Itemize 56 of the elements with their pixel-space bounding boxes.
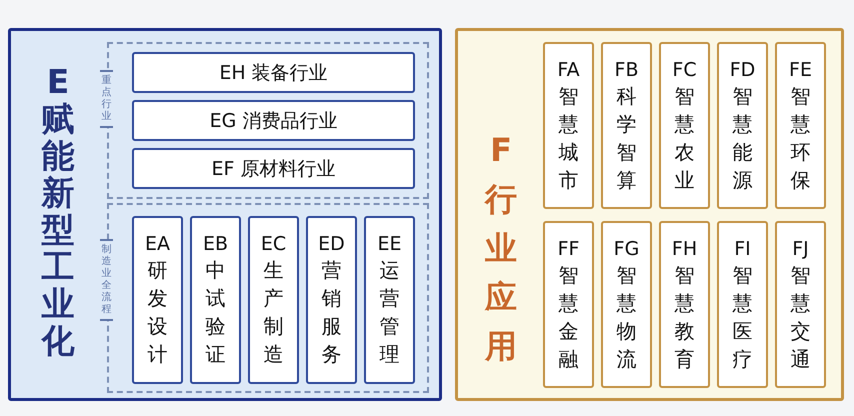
box-code: FJ <box>791 237 810 261</box>
category-box <box>248 216 299 384</box>
panel <box>8 28 442 401</box>
box-code: EA <box>144 232 171 256</box>
category-box <box>306 216 357 384</box>
category-box <box>543 221 594 388</box>
group-label: 制造业全流程 <box>100 239 113 321</box>
box-label: 智慧环保 <box>790 83 812 194</box>
box-code: FA <box>556 58 581 82</box>
category-box <box>659 42 710 209</box>
group-label: 重点行业 <box>100 70 113 128</box>
box-code: FC <box>671 58 698 82</box>
box-code: FB <box>614 58 640 82</box>
box-label: 智慧金融 <box>558 262 580 373</box>
category-box: EF 原材料行业 <box>132 148 415 189</box>
box-code: EB <box>202 232 230 256</box>
box-label: 研发设计 <box>146 257 168 368</box>
panel-title: F <box>489 130 513 171</box>
category-box <box>717 221 768 388</box>
box-label: 智慧交通 <box>790 262 812 373</box>
box-code: FF <box>556 237 580 261</box>
category-box <box>601 42 652 209</box>
box-label: 智慧能源 <box>732 83 754 194</box>
box-code: EE <box>376 232 402 256</box>
box-code: FG <box>612 237 640 261</box>
category-box <box>543 42 594 209</box>
box-label: 智慧城市 <box>558 83 580 194</box>
category-box <box>601 221 652 388</box>
category-box <box>132 216 183 384</box>
category-box: EG 消费品行业 <box>132 100 415 141</box>
box-code: ED <box>317 232 346 256</box>
category-box <box>775 42 826 209</box>
box-code: FH <box>670 237 698 261</box>
panel-title: 赋能新型工业化 <box>40 100 76 359</box>
box-label: 中试验证 <box>204 257 226 368</box>
category-box <box>364 216 415 384</box>
category-box <box>775 221 826 388</box>
box-label: 营销服务 <box>320 257 342 368</box>
panel <box>455 28 844 401</box>
panel-title: 行业应用 <box>483 179 518 367</box>
category-box: EH 装备行业 <box>132 52 415 93</box>
category-box <box>659 221 710 388</box>
box-code: EC <box>260 232 288 256</box>
box-code: FD <box>728 58 756 82</box>
panel-title: E <box>46 63 70 100</box>
box-code: FE <box>788 58 813 82</box>
box-label: 生产制造 <box>262 257 284 368</box>
box-label: 智慧医疗 <box>732 262 754 373</box>
box-label: 智慧农业 <box>674 83 696 194</box>
box-label: 科学智算 <box>616 83 638 194</box>
box-code: FI <box>733 237 752 261</box>
box-label: 运营管理 <box>378 257 400 368</box>
box-label: 智慧物流 <box>616 262 638 373</box>
category-box <box>717 42 768 209</box>
category-box <box>190 216 241 384</box>
box-label: 智慧教育 <box>674 262 696 373</box>
